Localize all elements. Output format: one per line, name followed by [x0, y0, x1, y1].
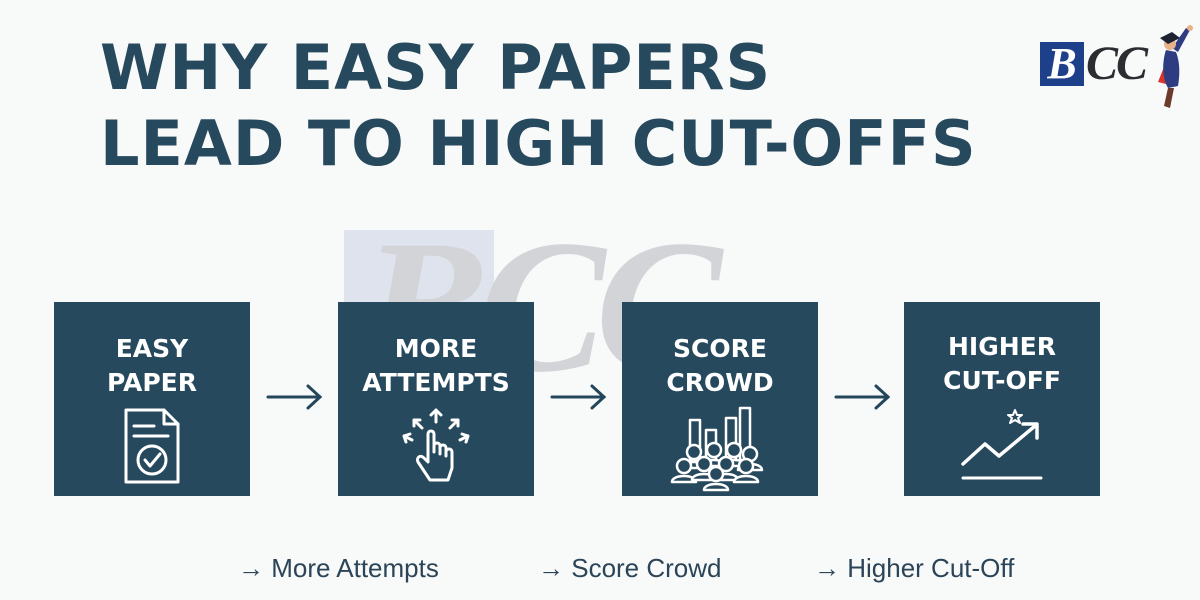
- document-check-icon: [124, 408, 180, 484]
- step-label-line-1: SCORE: [673, 334, 767, 363]
- caption-higher-cut-off: → Higher Cut-Off: [814, 553, 1015, 583]
- arrow-right-icon: [834, 384, 891, 410]
- flow-step-score-crowd: SCORE CROWD: [622, 302, 818, 496]
- arrow-right-icon: [266, 384, 323, 410]
- crowd-bars-icon: [670, 406, 764, 492]
- trend-up-star-icon: [961, 409, 1043, 480]
- flow-captions: → More Attempts → Score Crowd → Higher C…: [0, 548, 1200, 588]
- bcc-logo: B CC: [1036, 22, 1196, 112]
- hand-tap-icon: [402, 408, 470, 482]
- logo-cc-letters: CC: [1086, 37, 1148, 90]
- step-label-line-2: PAPER: [106, 368, 198, 397]
- title-line-2: LEAD TO HIGH CUT-OFFS: [100, 107, 977, 180]
- flow-step-easy-paper: EASY PAPER: [54, 302, 250, 496]
- title-line-1: WHY EASY PAPERS: [100, 31, 772, 104]
- step-label-line-2: ATTEMPTS: [362, 368, 510, 397]
- flow-step-more-attempts: MORE ATTEMPTS: [338, 302, 534, 496]
- step-label-line-1: HIGHER: [948, 332, 1056, 361]
- caption-score-crowd: → Score Crowd: [538, 553, 722, 583]
- page-title: WHY EASY PAPERS LEAD TO HIGH CUT-OFFS: [100, 30, 977, 182]
- arrow-right-icon: [550, 384, 607, 410]
- graduate-superhero-icon: [1158, 25, 1193, 108]
- step-label-line-2: CUT-OFF: [943, 366, 1061, 395]
- step-label-line-1: MORE: [394, 334, 478, 363]
- caption-more-attempts: → More Attempts: [238, 553, 439, 583]
- flow-step-higher-cut-off: HIGHER CUT-OFF: [904, 302, 1100, 496]
- logo-b-letter: B: [1040, 42, 1084, 86]
- step-label-line-1: EASY: [115, 334, 189, 363]
- step-label-line-2: CROWD: [666, 368, 774, 397]
